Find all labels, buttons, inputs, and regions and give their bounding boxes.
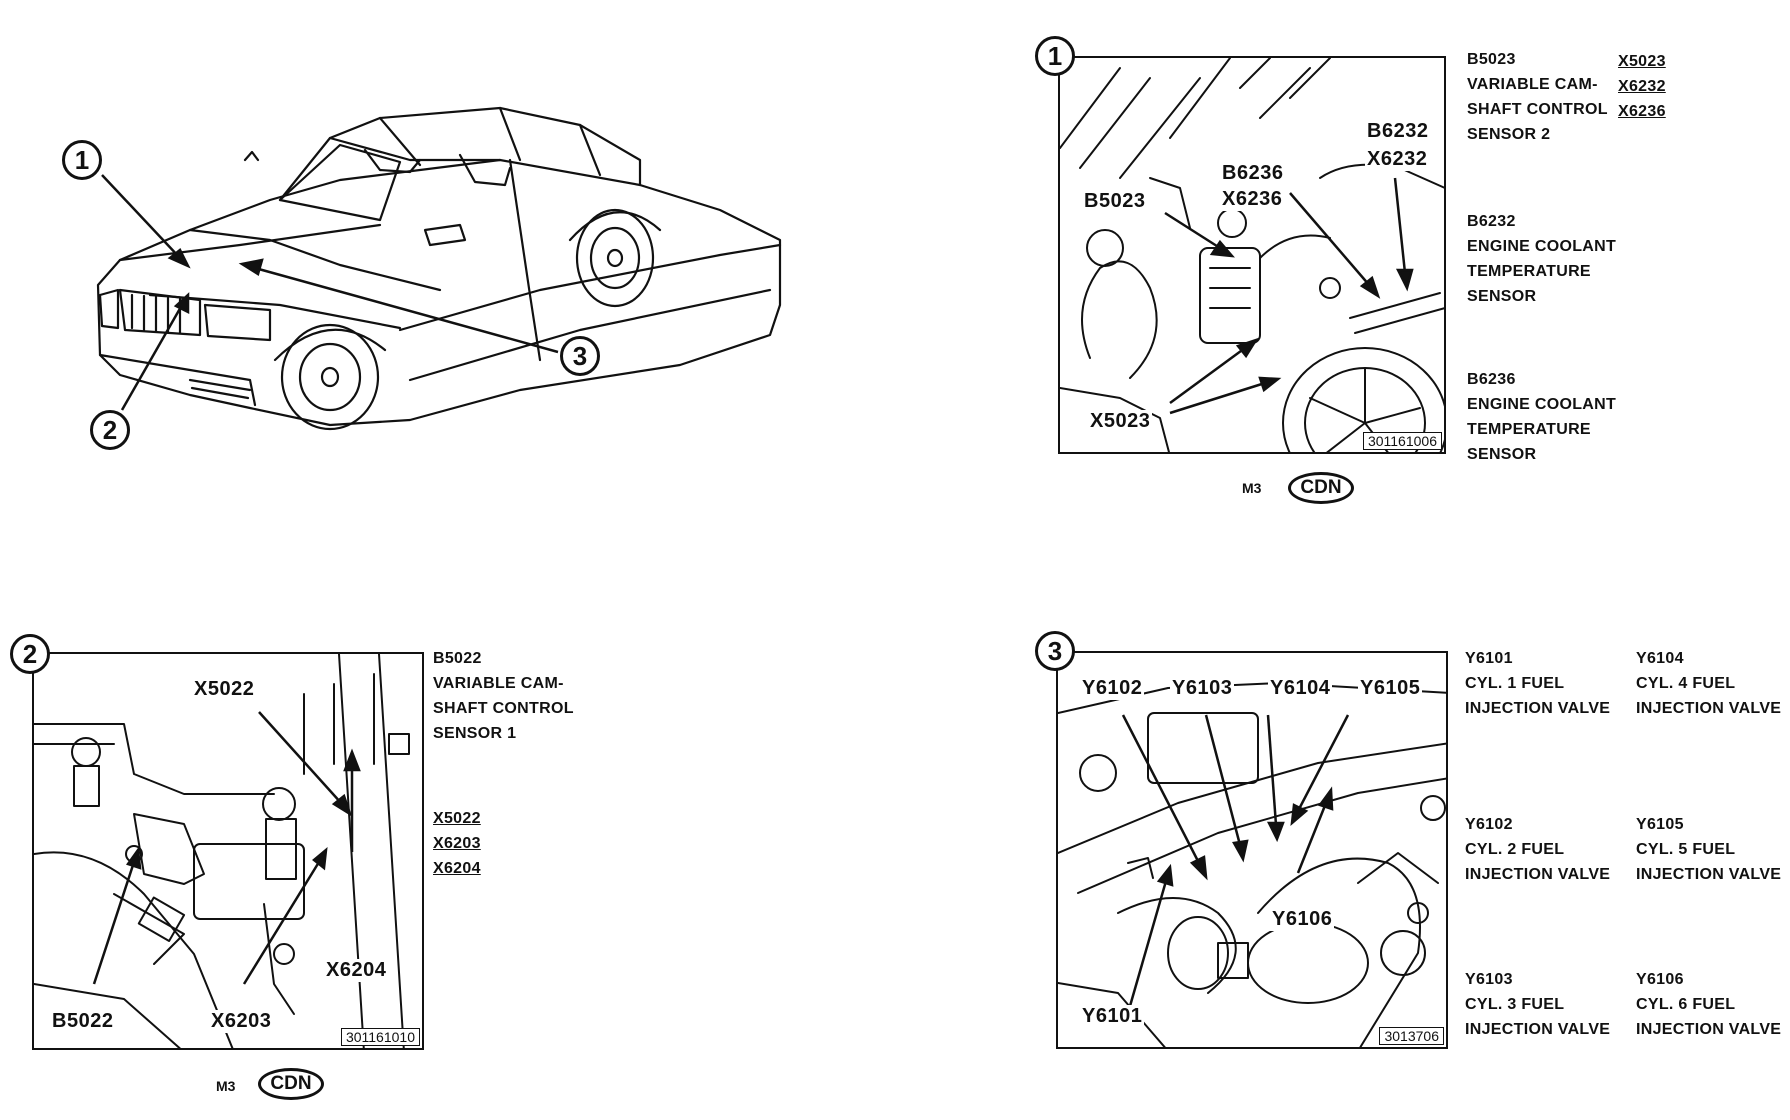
label-x6204: X6204 [324,959,389,982]
legend-y6104: Y6104 CYL. 4 FUEL INJECTION VALVE [1636,650,1782,717]
panel-3-number: 3 [1035,631,1075,671]
label-y6105: Y6105 [1358,677,1423,700]
detail-panel-3: Y6102 Y6103 Y6104 Y6105 Y6106 Y6101 3013… [1056,651,1448,1049]
label-y6106: Y6106 [1270,908,1335,931]
car-overview-illustration [96,106,782,431]
label-b6236: B6236 [1220,162,1286,185]
model-tag: M3 [216,1078,236,1094]
label-b5023: B5023 [1082,190,1148,213]
legend-b6236: B6236 ENGINE COOLANT TEMPERATURE SENSOR [1467,371,1617,463]
engine-detail-illustration-3 [1058,682,1446,1047]
panel-1-number: 1 [1035,36,1075,76]
label-y6102: Y6102 [1080,677,1145,700]
label-b5022: B5022 [50,1010,116,1033]
label-x6236: X6236 [1220,188,1285,211]
callout-1: 1 [62,140,102,180]
callout-3: 3 [560,336,600,376]
legend-b5023: B5023 VARIABLE CAM- SHAFT CONTROL SENSOR… [1467,51,1608,143]
legend-y6105: Y6105 CYL. 5 FUEL INJECTION VALVE [1636,816,1782,883]
label-y6103: Y6103 [1170,677,1235,700]
panel-2-number: 2 [10,634,50,674]
detail-panel-1: B6232 X6232 B6236 X6236 B5023 X5023 3011… [1058,56,1446,454]
legend-b5022: B5022 VARIABLE CAM- SHAFT CONTROL SENSOR… [433,650,574,742]
model-tag: M3 [1242,480,1262,496]
legend-y6106: Y6106 CYL. 6 FUEL INJECTION VALVE [1636,971,1782,1038]
label-y6101: Y6101 [1080,1005,1145,1028]
figure-number: 301161006 [1362,432,1442,450]
legend-connectors-1: X5023 X6232 X6236 [1618,53,1666,120]
label-b6232: B6232 [1365,120,1431,143]
figure-number: 3013706 [1379,1027,1444,1045]
legend-y6102: Y6102 CYL. 2 FUEL INJECTION VALVE [1465,816,1611,883]
label-x6203: X6203 [209,1010,274,1033]
label-y6104: Y6104 [1268,677,1333,700]
label-x5022: X5022 [192,678,257,701]
legend-y6101: Y6101 CYL. 1 FUEL INJECTION VALVE [1465,650,1611,717]
label-x5023: X5023 [1088,410,1153,433]
callout-2: 2 [90,410,130,450]
legend-b6232: B6232 ENGINE COOLANT TEMPERATURE SENSOR [1467,213,1617,305]
cdn-badge: CDN [1288,472,1354,504]
detail-panel-2: X5022 X6204 B5022 X6203 301161010 [32,652,424,1050]
engine-detail-illustration-1 [1060,58,1444,452]
figure-number: 301161010 [340,1028,420,1046]
engine-detail-illustration-2 [34,654,410,1048]
legend-connectors-2: X5022 X6203 X6204 [433,810,481,877]
label-x6232: X6232 [1365,148,1430,171]
legend-y6103: Y6103 CYL. 3 FUEL INJECTION VALVE [1465,971,1611,1038]
cdn-badge: CDN [258,1068,324,1100]
